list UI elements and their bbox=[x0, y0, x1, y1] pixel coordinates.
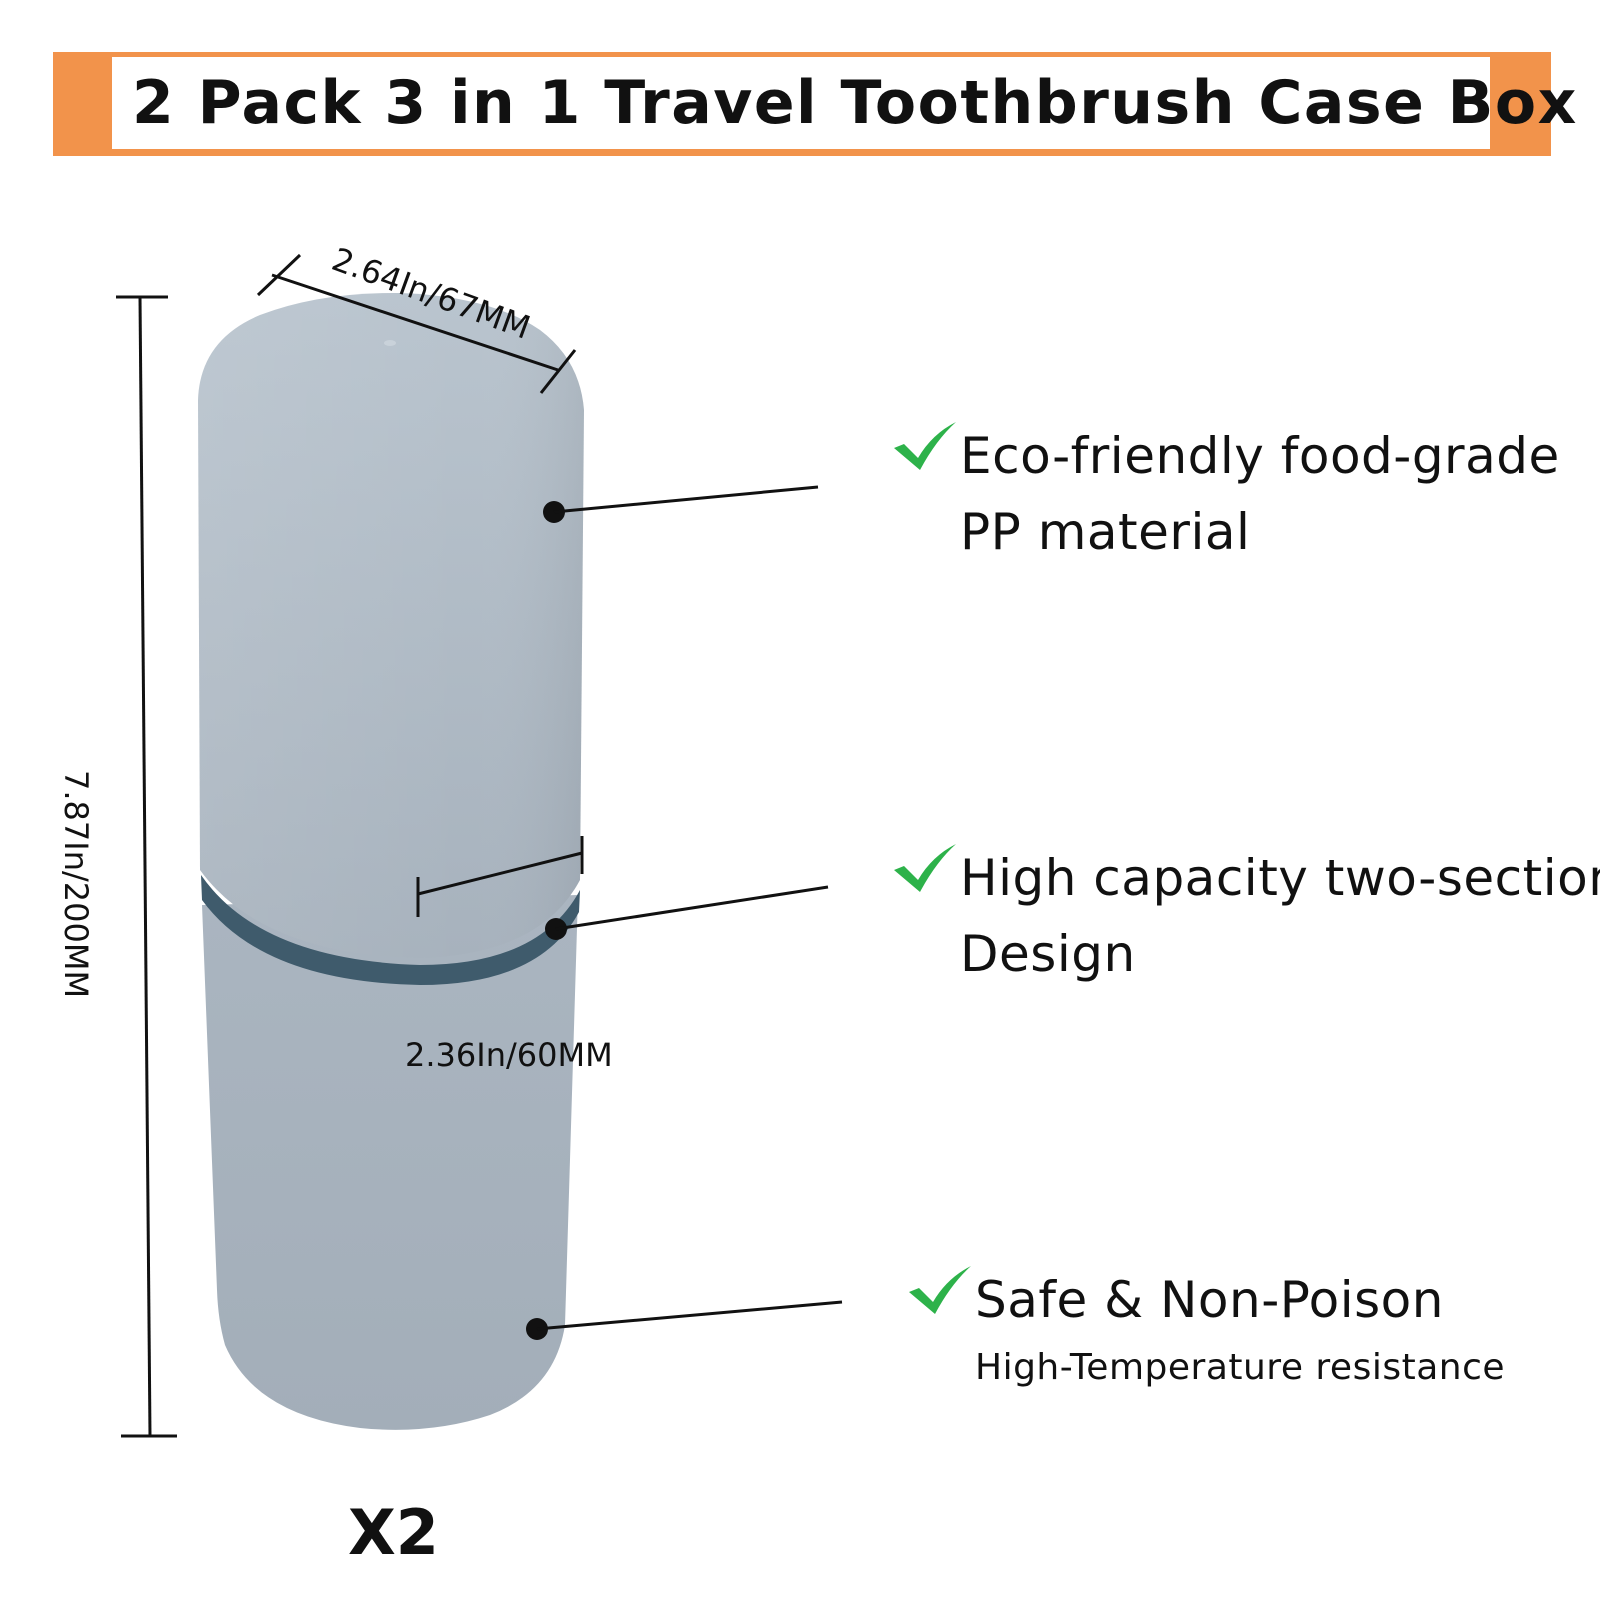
feature-safe: Safe & Non-Poison High-Temperature resis… bbox=[905, 1262, 1505, 1398]
feature-title: Safe & Non-Poison bbox=[975, 1271, 1444, 1329]
callout-3 bbox=[526, 1300, 843, 1340]
feature-high-capacity: High capacity two-section Design bbox=[890, 840, 1600, 992]
height-label: 7.87In/200MM bbox=[57, 770, 95, 999]
feature-title: Eco-friendly food-grade bbox=[960, 427, 1560, 485]
feature-subtitle: Design bbox=[960, 925, 1136, 983]
check-icon bbox=[894, 422, 956, 470]
product-title: 2 Pack 3 in 1 Travel Toothbrush Case Box bbox=[132, 68, 1578, 138]
height-dimension-line bbox=[138, 296, 152, 1437]
feature-eco-friendly: Eco-friendly food-grade PP material bbox=[890, 418, 1560, 570]
check-icon bbox=[894, 844, 956, 892]
callout-1 bbox=[543, 485, 819, 523]
check-icon bbox=[909, 1266, 971, 1314]
title-banner: 2 Pack 3 in 1 Travel Toothbrush Case Box bbox=[53, 52, 1576, 156]
case-body bbox=[202, 895, 578, 1430]
callout-2 bbox=[545, 885, 829, 940]
feature-subtitle: High-Temperature resistance bbox=[975, 1347, 1506, 1388]
case-band bbox=[201, 875, 580, 985]
feature-title: High capacity two-section bbox=[960, 849, 1600, 907]
title-box: 2 Pack 3 in 1 Travel Toothbrush Case Box bbox=[112, 57, 1576, 149]
feature-subtitle: PP material bbox=[960, 503, 1251, 561]
diameter-dimension-line bbox=[417, 851, 583, 896]
diameter-label: 2.36In/60MM bbox=[405, 1036, 613, 1074]
quantity-label: X2 bbox=[348, 1496, 439, 1569]
width-dimension-line bbox=[271, 273, 559, 372]
